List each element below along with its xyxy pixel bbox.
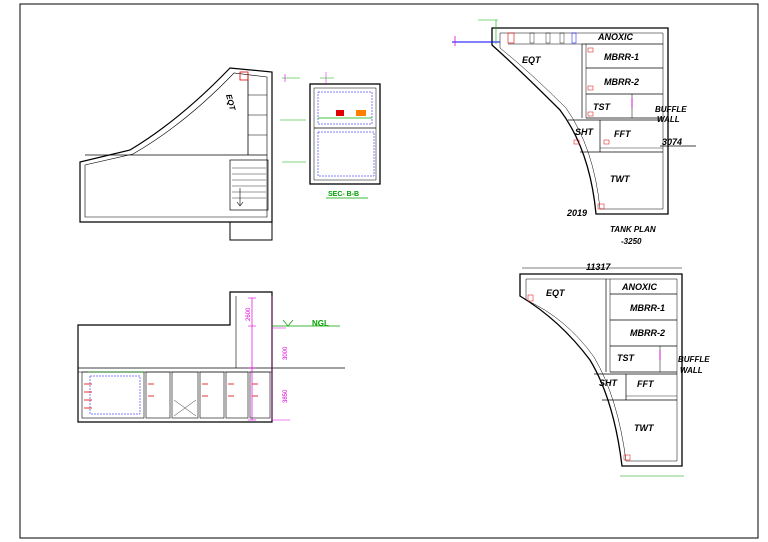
plan1-wall: WALL	[657, 115, 680, 124]
plan1-level: -3250	[621, 237, 642, 246]
plan2-sht: SHT	[599, 378, 619, 388]
dim-2600: 2600	[246, 307, 252, 321]
dim-2019: 2019	[566, 208, 587, 218]
plan1-mbrr2: MBRR-2	[604, 77, 639, 87]
elevation-dim-marks	[280, 74, 306, 163]
plan1-eqt: EQT	[522, 55, 542, 65]
tank-plan-left	[79, 67, 273, 241]
tank-plan-top-right	[491, 27, 669, 215]
plan1-buffle: BUFFLE	[655, 105, 687, 114]
plan2-twt: TWT	[634, 423, 655, 433]
dim-3074: 3074	[662, 137, 682, 147]
red-marker	[239, 71, 249, 81]
plan1-mbrr1: MBRR-1	[604, 52, 639, 62]
plan2-mbrr2: MBRR-2	[630, 328, 665, 338]
plan2-fft: FFT	[637, 379, 655, 389]
plan2-mbrr1: MBRR-1	[630, 303, 665, 313]
plan2-anoxic: ANOXIC	[621, 282, 658, 292]
plan2-markers	[522, 267, 684, 477]
section-title: SEC- B-B	[328, 191, 359, 198]
elevation-eqt-label: EQT	[224, 93, 237, 112]
dim-3000: 3000	[283, 346, 289, 360]
sheet-border	[19, 3, 759, 539]
plan1-anoxic: ANOXIC	[597, 32, 634, 42]
plan1-markers	[452, 19, 696, 210]
plan1-twt: TWT	[610, 174, 631, 184]
plan2-eqt: EQT	[546, 288, 566, 298]
dim-11317: 11317	[586, 262, 611, 272]
dim-3850: 3850	[283, 389, 289, 403]
plan2-tst: TST	[617, 353, 636, 363]
plan2-buffle: BUFFLE	[678, 355, 710, 364]
ngl-label: NGL	[312, 319, 329, 328]
plan1-title: TANK PLAN	[610, 225, 656, 234]
plan2-wall: WALL	[680, 366, 703, 375]
section-bb	[309, 72, 381, 185]
plan1-tst: TST	[593, 102, 612, 112]
plan1-sht: SHT	[575, 127, 595, 137]
plan1-fft: FFT	[614, 129, 632, 139]
long-section	[77, 291, 345, 423]
long-section-accents	[84, 296, 340, 421]
